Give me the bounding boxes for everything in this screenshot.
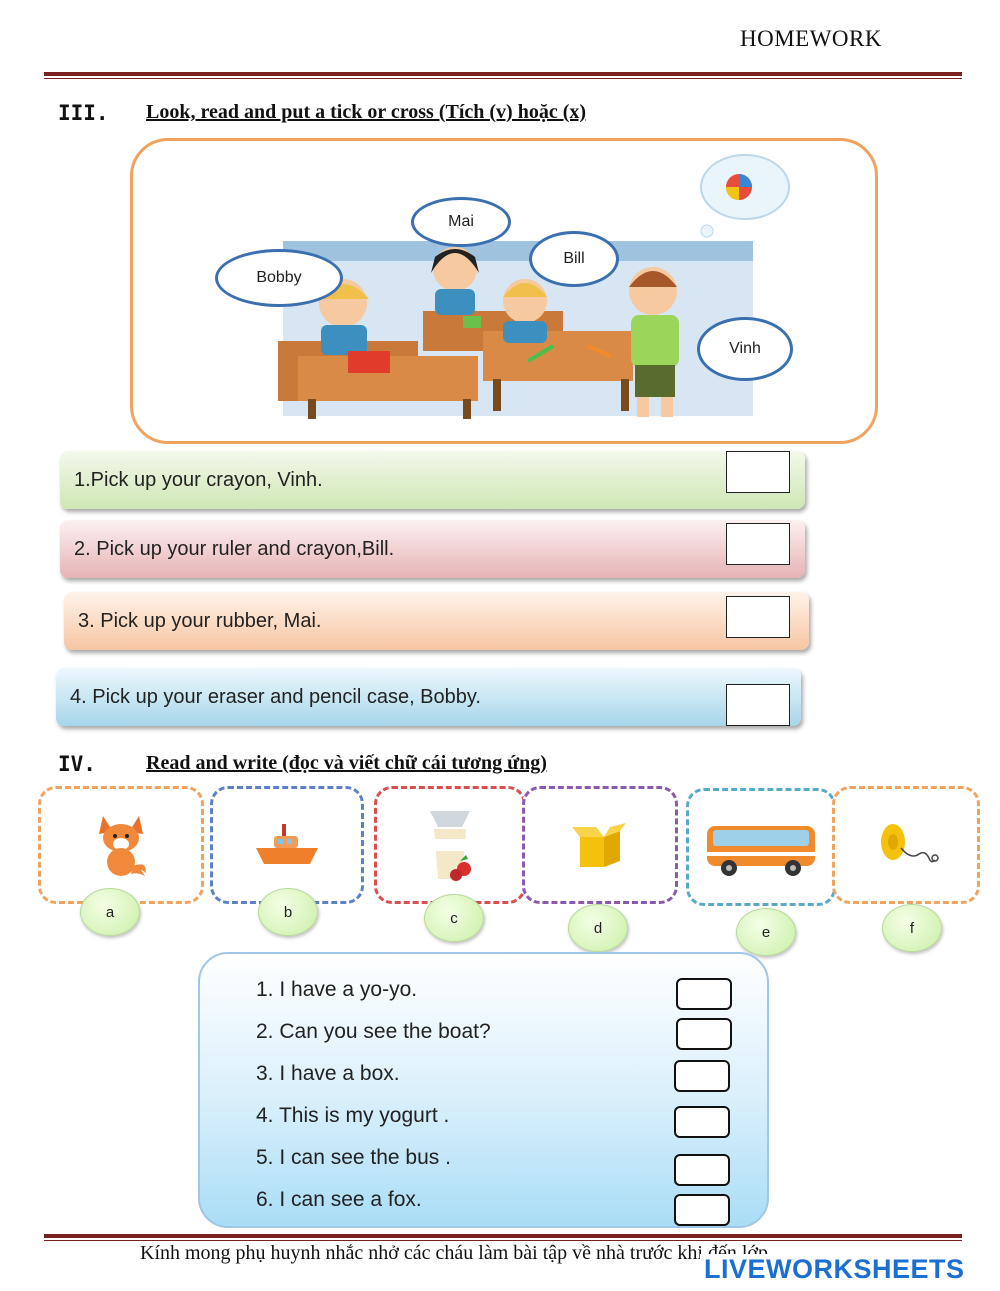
tick-box-3[interactable] — [726, 596, 790, 638]
speech-bubble-bill: Bill — [529, 231, 619, 287]
picture-card-b — [210, 786, 364, 904]
exercise-3-item-3: 3. Pick up your rubber, Mai. — [64, 592, 809, 650]
sentence-1: 1. I have a yo-yo. — [256, 978, 418, 1001]
section-4-number: IV. — [58, 752, 96, 776]
header-divider-thin — [44, 78, 962, 79]
section-4-title: Read and write (đọc và viết chữ cái tươn… — [146, 752, 547, 774]
letter-d: d — [568, 904, 628, 952]
answer-box-3[interactable] — [674, 1060, 730, 1092]
sentences-panel: 1. I have a yo-yo. 2. Can you see the bo… — [198, 952, 769, 1228]
tick-box-4[interactable] — [726, 684, 790, 726]
answer-box-4[interactable] — [674, 1106, 730, 1138]
exercise-3-item-2-text: 2. Pick up your ruler and crayon,Bill. — [74, 537, 395, 560]
pencil-case — [348, 351, 390, 373]
liveworksheets-logo: LIVEWORKSHEETS — [700, 1254, 965, 1285]
classroom-scene-frame: Mai Bobby Bill Vinh — [130, 138, 878, 444]
exercise-3-item-4: 4. Pick up your eraser and pencil case, … — [56, 668, 801, 726]
sentence-3: 3. I have a box. — [256, 1062, 400, 1085]
header-divider — [44, 72, 962, 76]
letter-c: c — [424, 894, 484, 942]
sentence-6: 6. I can see a fox. — [256, 1188, 422, 1211]
boat-icon — [256, 824, 318, 864]
picture-card-c — [374, 786, 526, 904]
speech-bubble-bobby: Bobby — [215, 249, 343, 307]
speech-bubble-mai: Mai — [411, 197, 511, 247]
picture-card-f — [832, 786, 980, 904]
answer-box-5[interactable] — [674, 1154, 730, 1186]
tick-box-2[interactable] — [726, 523, 790, 565]
mai-figure — [433, 247, 477, 291]
fox-icon — [99, 816, 146, 876]
sentence-4: 4. This is my yogurt . — [256, 1104, 450, 1127]
answer-box-2[interactable] — [676, 1018, 732, 1050]
exercise-3-item-1-text: 1.Pick up your crayon, Vinh. — [74, 468, 323, 491]
page-header-title: HOMEWORK — [740, 26, 882, 51]
section-3-number: III. — [58, 101, 109, 125]
letter-b: b — [258, 888, 318, 936]
exercise-3-item-1: 1.Pick up your crayon, Vinh. — [60, 451, 805, 509]
picture-card-d — [522, 786, 678, 904]
tick-box-1[interactable] — [726, 451, 790, 493]
classroom-illustration — [278, 154, 790, 419]
footer-divider — [44, 1234, 962, 1238]
section-3-title: Look, read and put a tick or cross (Tích… — [146, 101, 587, 123]
answer-box-1[interactable] — [676, 978, 732, 1010]
picture-card-a — [38, 786, 204, 904]
sentence-5: 5. I can see the bus . — [256, 1146, 451, 1169]
footer-note: Kính mong phụ huynh nhắc nhở các cháu là… — [140, 1242, 773, 1264]
exercise-3-item-2: 2. Pick up your ruler and crayon,Bill. — [60, 520, 805, 578]
footer-divider-thin — [44, 1240, 962, 1241]
answer-box-6[interactable] — [674, 1194, 730, 1226]
letter-f: f — [882, 904, 942, 952]
exercise-3-item-4-text: 4. Pick up your eraser and pencil case, … — [70, 685, 481, 708]
letter-a: a — [80, 888, 140, 936]
box-icon — [572, 823, 626, 867]
speech-bubble-vinh: Vinh — [697, 317, 793, 381]
yogurt-icon — [430, 811, 471, 881]
picture-card-e — [686, 788, 836, 906]
bus-icon — [707, 826, 815, 876]
sentence-2: 2. Can you see the boat? — [256, 1020, 491, 1043]
letter-e: e — [736, 908, 796, 956]
exercise-3-item-3-text: 3. Pick up your rubber, Mai. — [78, 609, 322, 632]
yoyo-icon — [881, 824, 939, 863]
